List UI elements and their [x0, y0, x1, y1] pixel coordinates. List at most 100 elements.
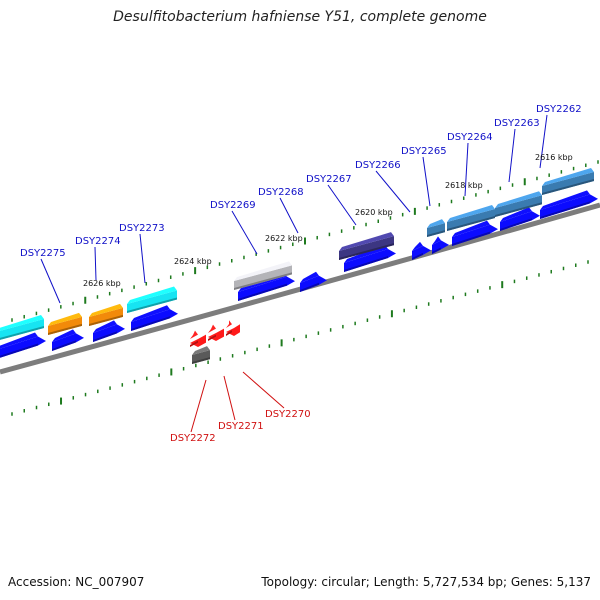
gene-feature[interactable]: [131, 305, 178, 331]
feature-shadow: [48, 323, 82, 335]
gene-label-dsy2266[interactable]: DSY2266: [355, 160, 401, 171]
accession-text: Accession: NC_007907: [8, 575, 145, 589]
feature-body[interactable]: [127, 290, 177, 314]
gene-label-dsy2264[interactable]: DSY2264: [447, 132, 493, 143]
gene-feature[interactable]: [412, 241, 431, 260]
gene-feature[interactable]: [300, 271, 327, 292]
feature-shadow: [432, 247, 441, 254]
gene-label-dsy2271[interactable]: DSY2271: [218, 421, 264, 432]
topology-text: Topology: circular; Length: 5,727,534 bp…: [261, 575, 591, 589]
gene-label-dsy2273[interactable]: DSY2273: [119, 223, 165, 234]
feature-shadow: [500, 218, 532, 231]
feature-body[interactable]: [495, 195, 542, 217]
feature-shadow: [192, 357, 210, 364]
gene-feature[interactable]: [500, 207, 540, 231]
feature-bevel: [432, 236, 441, 245]
leader-line: [464, 142, 469, 197]
feature-body[interactable]: [447, 209, 495, 231]
feature-shadow: [52, 340, 76, 351]
genome-title: Desulfitobacterium hafniense Y51, comple…: [113, 9, 487, 25]
gene-labels: DSY2262DSY2263DSY2264DSY2265DSY2266DSY22…: [20, 104, 582, 444]
feature-shadow: [131, 316, 170, 331]
gene-feature[interactable]: [48, 312, 82, 335]
gene-feature[interactable]: [93, 320, 125, 342]
feature-body[interactable]: [234, 265, 292, 290]
gene-feature[interactable]: [190, 330, 206, 347]
feature-bevel: [447, 205, 495, 222]
feature-shadow: [0, 326, 44, 340]
feature-bevel: [192, 346, 210, 355]
feature-shadow: [339, 243, 394, 260]
feature-body[interactable]: [192, 350, 210, 364]
gene-label-dsy2274[interactable]: DSY2274: [75, 236, 121, 247]
feature-body[interactable]: [339, 236, 394, 260]
gene-feature[interactable]: [226, 320, 240, 336]
gene-feature[interactable]: [52, 329, 84, 351]
feature-body[interactable]: [542, 171, 594, 195]
feature-bevel: [190, 330, 198, 339]
leader-line: [223, 375, 236, 421]
gene-feature[interactable]: [447, 205, 495, 231]
feature-bevel: [234, 261, 292, 281]
kbp-label: 2626 kbp: [83, 279, 121, 288]
gene-label-dsy2263[interactable]: DSY2263: [494, 118, 540, 129]
feature-shadow: [238, 283, 287, 301]
gene-feature[interactable]: [208, 324, 224, 341]
gene-label-dsy2270[interactable]: DSY2270: [265, 409, 311, 420]
gene-feature[interactable]: [192, 346, 210, 364]
feature-bevel: [48, 312, 82, 326]
leader-line: [231, 210, 258, 255]
gene-feature[interactable]: [0, 332, 46, 360]
feature-body[interactable]: [48, 316, 82, 335]
outer-tick-track: [11, 160, 599, 322]
feature-bevel: [540, 190, 590, 210]
gene-feature[interactable]: [495, 191, 542, 217]
feature-shadow: [89, 314, 123, 326]
gene-feature[interactable]: [452, 220, 498, 246]
feature-bevel: [452, 220, 490, 237]
feature-body[interactable]: [427, 223, 445, 237]
gene-label-dsy2262[interactable]: DSY2262: [536, 104, 582, 115]
feature-layer: [0, 167, 598, 364]
feature-shadow: [344, 255, 388, 272]
feature-shadow: [226, 330, 232, 336]
feature-shadow: [93, 331, 117, 342]
feature-bevel: [89, 303, 123, 317]
kbp-label: 2622 kbp: [265, 234, 303, 243]
feature-bevel: [93, 320, 117, 333]
feature-bevel: [226, 320, 232, 328]
feature-body[interactable]: [0, 319, 44, 341]
gene-label-dsy2269[interactable]: DSY2269: [210, 200, 256, 211]
gene-feature[interactable]: [89, 303, 123, 326]
gene-feature[interactable]: [540, 190, 598, 219]
inner-tick-track: [11, 260, 589, 416]
gene-label-dsy2275[interactable]: DSY2275: [20, 248, 66, 259]
kbp-label: 2624 kbp: [174, 257, 212, 266]
leader-line: [139, 233, 146, 284]
gene-feature[interactable]: [127, 286, 177, 314]
feature-shadow: [447, 216, 495, 231]
kbp-label: 2616 kbp: [535, 153, 573, 162]
gene-label-dsy2272[interactable]: DSY2272: [170, 433, 216, 444]
leader-line: [40, 258, 61, 304]
gene-feature[interactable]: [339, 232, 394, 260]
leader-line: [327, 184, 357, 226]
feature-bevel: [427, 219, 445, 228]
gene-label-dsy2265[interactable]: DSY2265: [401, 146, 447, 157]
gene-feature[interactable]: [542, 167, 594, 195]
leader-line: [94, 246, 97, 281]
leader-line: [508, 128, 516, 183]
gene-feature[interactable]: [0, 315, 44, 341]
feature-body[interactable]: [89, 307, 123, 326]
feature-bevel: [0, 332, 38, 349]
gene-label-dsy2268[interactable]: DSY2268: [258, 187, 304, 198]
feature-shadow: [412, 252, 423, 260]
feature-bevel: [500, 207, 532, 222]
feature-shadow: [427, 230, 445, 237]
gene-feature[interactable]: [234, 261, 292, 290]
gene-label-dsy2267[interactable]: DSY2267: [306, 174, 352, 185]
gene-feature[interactable]: [427, 219, 445, 237]
gene-feature[interactable]: [432, 236, 449, 254]
